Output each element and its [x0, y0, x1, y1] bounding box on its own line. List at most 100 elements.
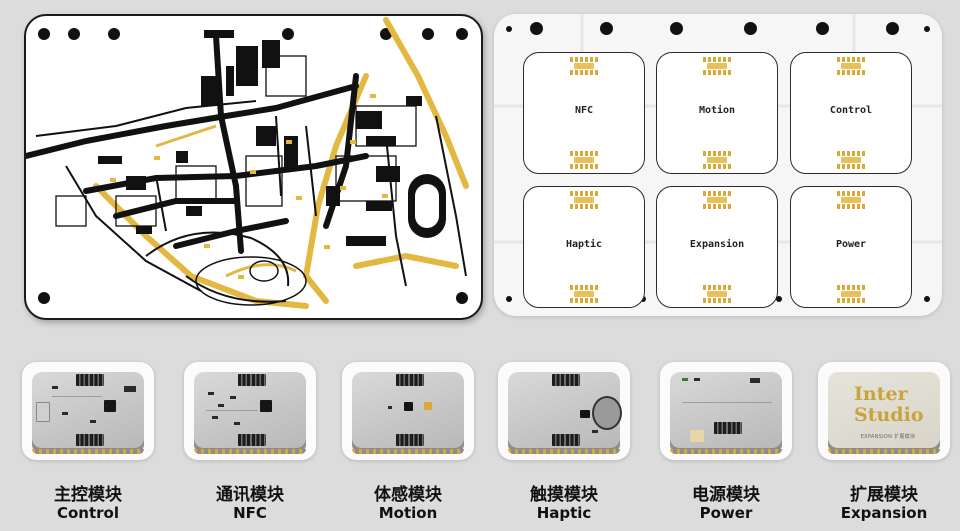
module-card-haptic	[498, 362, 630, 460]
edge-pads	[352, 449, 464, 454]
field-ellipse	[195, 256, 307, 306]
faint-traces	[494, 14, 942, 244]
smd-part	[52, 386, 58, 389]
mount-hole	[600, 22, 613, 35]
pin-header	[396, 374, 424, 386]
smd-part	[388, 406, 392, 409]
slot-label: Haptic	[565, 239, 603, 250]
minor-roads	[35, 100, 467, 303]
slot-label: Expansion	[689, 239, 745, 250]
slot-label: Motion	[698, 105, 736, 116]
gold-pad	[424, 402, 432, 410]
campus-map	[26, 17, 469, 309]
pcb-render	[352, 372, 464, 454]
usb-port	[36, 402, 50, 422]
slot-motion: Motion	[656, 52, 778, 174]
smd-part	[90, 420, 96, 423]
pcb-render	[32, 372, 144, 454]
via-dot	[924, 26, 930, 32]
smd-part	[62, 412, 68, 415]
pin-header	[552, 434, 580, 446]
via-dot	[506, 296, 512, 302]
smd-part	[212, 416, 218, 419]
smd-part	[124, 386, 136, 392]
slot-label: Control	[829, 105, 873, 116]
caption-zh-control: 主控模块	[54, 485, 122, 505]
pin-header	[238, 434, 266, 446]
caption-zh-expansion: 扩展模块	[850, 485, 918, 505]
gold-pads	[110, 94, 388, 279]
mount-hole	[670, 22, 683, 35]
mount-hole	[886, 22, 899, 35]
mcu-chip	[104, 400, 116, 412]
gold-paths	[155, 124, 297, 278]
connector-pads	[703, 57, 731, 75]
imu-chip	[404, 402, 413, 411]
caption-zh-nfc: 通讯模块	[216, 485, 284, 505]
caption-en-motion: Motion	[378, 504, 438, 522]
edge-pads	[828, 449, 940, 454]
module-layout-board: NFC Motion Control Haptic Expansion Powe…	[494, 14, 942, 316]
trace	[206, 410, 258, 411]
connector-pads	[703, 191, 731, 209]
mount-hole	[68, 28, 80, 40]
smd-part	[230, 396, 236, 399]
via-dot	[776, 296, 782, 302]
connector-pads	[837, 151, 865, 169]
module-card-power	[660, 362, 792, 460]
pin-header	[238, 374, 266, 386]
mount-hole	[744, 22, 757, 35]
connector-pads	[703, 285, 731, 303]
pcb-render	[194, 372, 306, 454]
smd-part	[694, 378, 700, 381]
mount-hole	[456, 292, 468, 304]
caption-en-control: Control	[56, 504, 119, 522]
slot-expansion: Expansion	[656, 186, 778, 308]
smd-part	[208, 392, 214, 395]
connector-pads	[570, 151, 598, 169]
slot-label: Power	[835, 239, 867, 250]
caption-en-expansion: Expansion	[840, 504, 928, 522]
connector-pads	[837, 191, 865, 209]
pin-header	[714, 422, 742, 434]
nfc-chip	[260, 400, 272, 412]
slot-nfc: NFC	[523, 52, 645, 174]
edge-pads	[670, 449, 782, 454]
pin-header	[76, 374, 104, 386]
caption-zh-haptic: 触摸模块	[530, 485, 598, 505]
slot-label: NFC	[574, 105, 594, 116]
trace	[52, 396, 102, 397]
via-dot	[924, 296, 930, 302]
battery-pad	[690, 430, 704, 442]
edge-pads	[194, 449, 306, 454]
inter-studio-logo: Inter Studio	[854, 384, 934, 426]
smd-part	[592, 430, 598, 433]
connector-pads	[570, 191, 598, 209]
trace	[682, 402, 772, 403]
mount-hole	[38, 28, 50, 40]
smd-part	[234, 422, 240, 425]
caption-en-nfc: NFC	[233, 504, 267, 522]
round-building	[249, 260, 279, 282]
slot-haptic: Haptic	[523, 186, 645, 308]
buildings	[98, 30, 422, 246]
led	[682, 378, 688, 381]
mount-hole	[38, 292, 50, 304]
connector-pads	[703, 151, 731, 169]
smd-part	[750, 378, 760, 383]
mount-hole	[108, 28, 120, 40]
mount-hole	[456, 28, 468, 40]
module-card-nfc	[184, 362, 316, 460]
slot-control: Control	[790, 52, 912, 174]
module-card-expansion: Inter Studio EXPANSION 扩展模块	[818, 362, 950, 460]
edge-pads	[508, 449, 620, 454]
connector-pads	[570, 285, 598, 303]
slot-power: Power	[790, 186, 912, 308]
caption-en-power: Power	[699, 504, 753, 522]
vibration-motor	[592, 396, 622, 430]
connector-pads	[837, 285, 865, 303]
caption-en-haptic: Haptic	[536, 504, 592, 522]
logo-line-2: Studio	[854, 404, 924, 426]
module-card-control	[22, 362, 154, 460]
pcb-render	[670, 372, 782, 454]
